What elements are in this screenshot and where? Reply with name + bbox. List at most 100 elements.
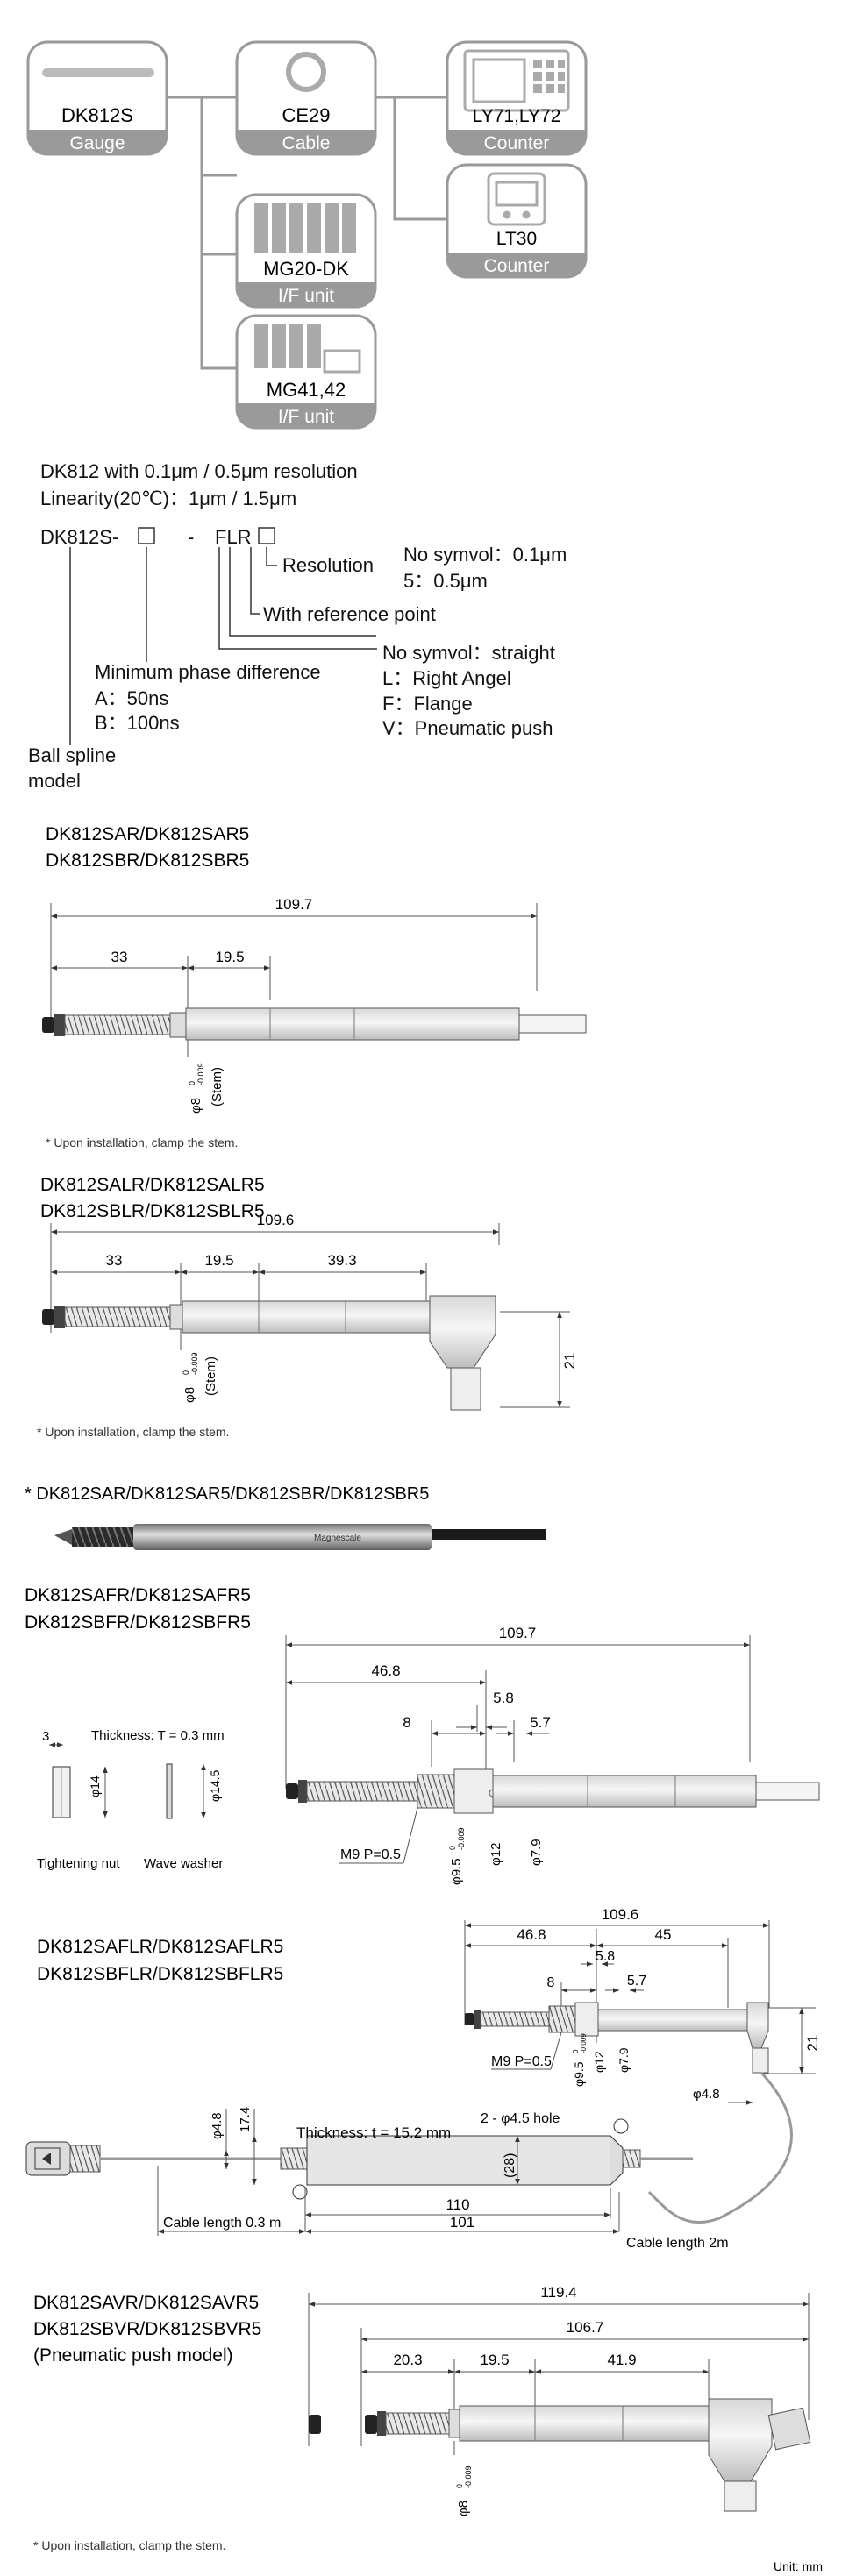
gauge-type: Gauge	[69, 133, 125, 153]
dim-c: 8	[403, 1714, 410, 1731]
reference-point-label: With reference point	[263, 603, 436, 625]
spline-label-2: model	[28, 770, 81, 792]
resolution-label: Resolution	[282, 554, 374, 576]
code-leader-lines	[69, 547, 377, 745]
brand-label: Magnescale	[314, 1534, 361, 1543]
dim-d: 19.5	[480, 2352, 509, 2368]
d4: φ4.8	[693, 2087, 720, 2102]
dim-a: 33	[106, 1252, 123, 1269]
section3-title2: DK812SBFR/DK812SBFR5	[25, 1612, 251, 1633]
dimension-lines	[157, 2109, 620, 2236]
section-straight: DK812SAR/DK812SAR5 DK812SBR/DK812SBR5 10…	[42, 824, 587, 1149]
box-h: 17.4	[238, 2107, 253, 2132]
gauge-body	[309, 2398, 811, 2512]
phase-opt2: B：100ns	[95, 712, 180, 734]
stem-note: (Stem)	[203, 1356, 218, 1396]
d1-tol-bot: -0.009	[457, 1827, 466, 1850]
section4-title2: DK812SBFLR/DK812SBFLR5	[37, 1964, 283, 1984]
gauge-body	[42, 1295, 496, 1411]
stem-tol-top: 0	[455, 2484, 464, 2488]
rack-icon	[254, 324, 361, 374]
cable-length-2: Cable length 2m	[626, 2236, 729, 2251]
gauge-body	[465, 2002, 769, 2074]
stem-dia: φ8	[189, 1098, 203, 1114]
dimension-lines	[464, 1920, 816, 2074]
phase-label: Minimum phase difference	[95, 661, 321, 683]
model-code: DK812 with 0.1μm / 0.5μm resolution Line…	[28, 460, 567, 792]
dim-e: 41.9	[607, 2352, 636, 2368]
cable-name: CE29	[282, 104, 330, 126]
iface-box-1: MG20-DK I/F unit	[235, 193, 377, 309]
nut-label: Tightening nut	[37, 1856, 120, 1871]
code-flr: FLR	[215, 526, 252, 548]
nut-height: φ14	[88, 1775, 102, 1797]
gauge-box: DK812S Gauge	[26, 40, 168, 156]
dim-total: 109.6	[257, 1212, 295, 1228]
clamp-note: * Upon installation, clamp the stem.	[46, 1135, 238, 1149]
counter1-name: LY71,LY72	[473, 106, 561, 126]
hole-label: 2 - φ4.5 hole	[481, 2111, 560, 2126]
iface1-type: I/F unit	[278, 286, 334, 306]
d2: φ12	[489, 1843, 503, 1866]
flange-callouts: M9 P=0.5 φ9.5 0 -0.009 φ12 φ7.9 φ4.8	[491, 2032, 753, 2105]
stem-tol-top: 0	[182, 1370, 190, 1375]
section-right-angle: DK812SALR/DK812SALR5 DK812SBLR/DK812SBLR…	[37, 1175, 578, 1439]
section4-title1: DK812SAFLR/DK812SAFLR5	[37, 1937, 283, 1957]
thickness-label: Thickness: t = 15.2 mm	[296, 2124, 451, 2141]
iface2-type: I/F unit	[278, 407, 334, 427]
resolution-opt1: No symvol：0.1μm	[403, 544, 567, 566]
dim-a: 46.8	[371, 1662, 400, 1679]
photo-caption: * DK812SAR/DK812SAR5/DK812SBR/DK812SBR5	[25, 1484, 429, 1504]
gauge-name: DK812S	[61, 104, 133, 126]
section2-title1: DK812SALR/DK812SALR5	[40, 1175, 265, 1195]
cable-type: Cable	[282, 133, 331, 153]
d1-tol-bot: -0.009	[580, 2033, 588, 2053]
washer-label: Wave washer	[144, 1856, 223, 1871]
dim-total: 119.4	[540, 2284, 576, 2301]
counter2-type: Counter	[484, 256, 550, 276]
section1-title2: DK812SBR/DK812SBR5	[46, 850, 249, 871]
tightening-nut: 3 φ14 Tightening nut	[37, 1729, 120, 1871]
shape-opt4: V：Pneumatic push	[382, 717, 553, 739]
section5-title1: DK812SAVR/DK812SAVR5	[33, 2293, 259, 2313]
dim-b: 106.7	[567, 2319, 604, 2336]
section-pneumatic: DK812SAVR/DK812SAVR5 DK812SBVR/DK812SBVR…	[33, 2284, 811, 2552]
washer-thickness: Thickness: T = 0.3 mm	[91, 1728, 225, 1743]
cable-line	[647, 2071, 793, 2224]
shape-opt2: L：Right Angel	[382, 667, 511, 689]
section-flange: DK812SAFR/DK812SAFR5 DK812SBFR/DK812SBFR…	[25, 1585, 820, 1885]
counter2-name: LT30	[496, 229, 537, 249]
gauge-body	[42, 1007, 587, 1041]
gauge-photo: Magnescale	[54, 1524, 546, 1550]
dim-h: 21	[804, 2035, 821, 2052]
interface-box	[25, 2118, 693, 2200]
counter-box-1: LY71,LY72 Counter	[446, 40, 588, 156]
d3: φ7.9	[617, 2047, 631, 2073]
d1: φ9.5	[449, 1858, 464, 1885]
box-height: (28)	[503, 2153, 517, 2178]
thread-spec: M9 P=0.5	[340, 1847, 401, 1862]
dim-a: 33	[111, 949, 128, 965]
stem-tol-bot: -0.009	[464, 2466, 473, 2488]
code-dash: -	[188, 526, 194, 548]
flange-callouts: M9 P=0.5 φ9.5 0 -0.009 φ12 φ7.9	[339, 1807, 544, 1885]
shape-opt3: F：Flange	[382, 693, 473, 715]
play-icon	[42, 2153, 51, 2165]
dim-total: 109.6	[602, 1906, 639, 1923]
phase-slot	[138, 527, 155, 544]
counter-box-2: LT30 Counter	[446, 163, 588, 279]
dim-total: 109.7	[499, 1625, 537, 1641]
d1: φ9.5	[572, 2061, 586, 2087]
section5-title2: DK812SBVR/DK812SBVR5	[33, 2319, 261, 2339]
cable-length-1: Cable length 0.3 m	[163, 2216, 281, 2231]
stem-tol-bot: -0.009	[196, 1063, 205, 1085]
iface-box-2: MG41,42 I/F unit	[235, 314, 377, 430]
connector-line	[393, 97, 447, 221]
unit-label: Unit: mm	[774, 2559, 823, 2573]
display-icon	[487, 172, 546, 226]
dim-a: 46.8	[517, 1926, 546, 1943]
gauge-body	[286, 1768, 820, 1814]
dimension-lines	[50, 903, 538, 1026]
box-w1: 110	[446, 2196, 469, 2213]
dim-b: 19.5	[215, 949, 244, 965]
